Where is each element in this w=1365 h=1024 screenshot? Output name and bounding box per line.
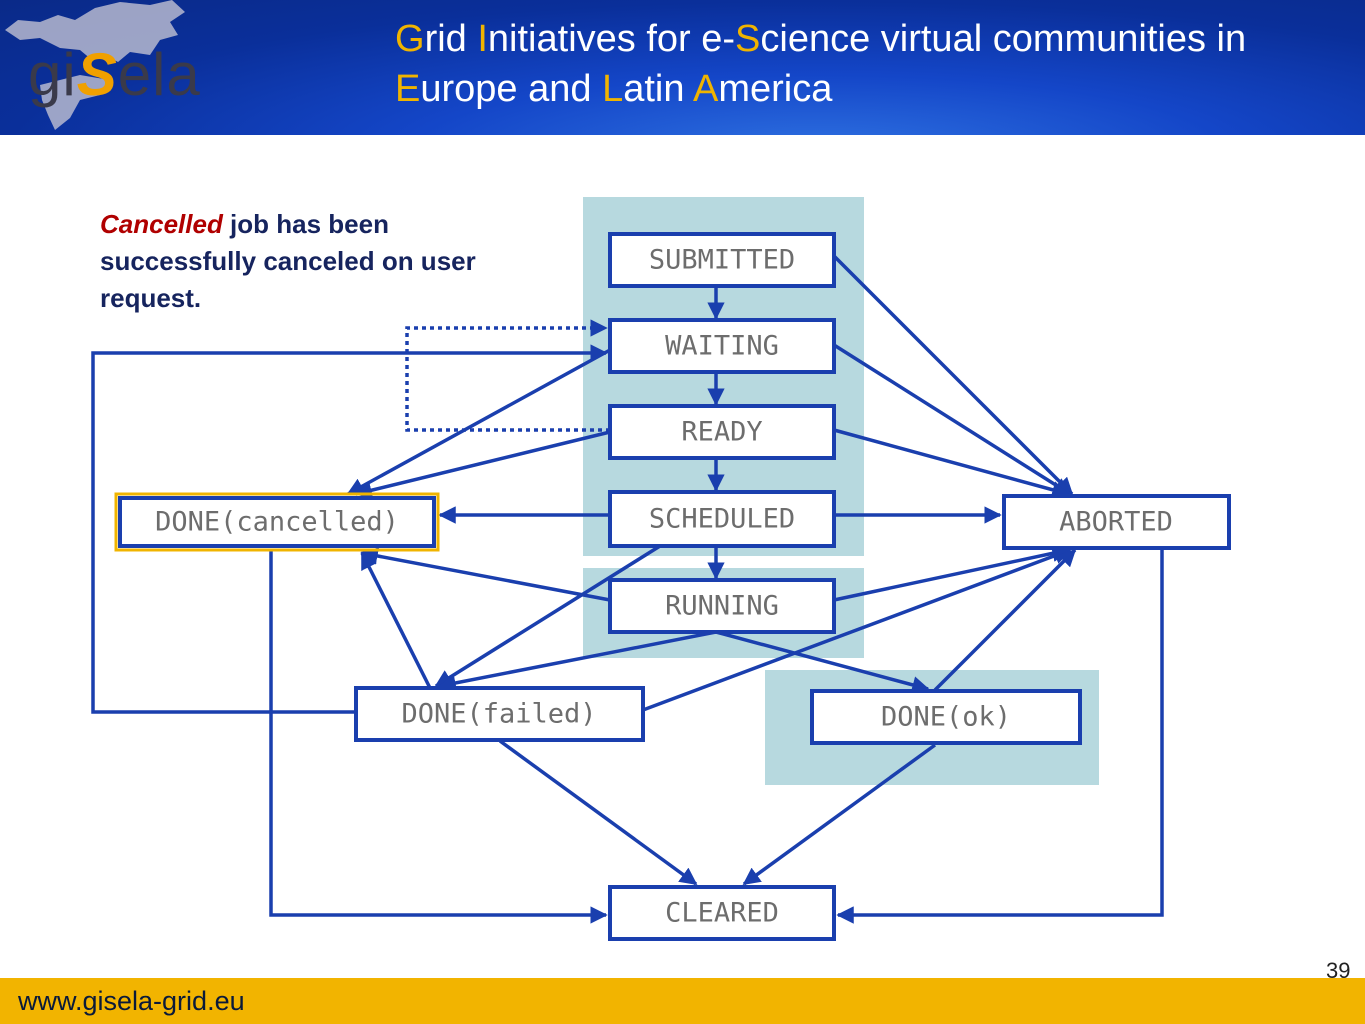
- state-waiting-label: WAITING: [665, 331, 779, 362]
- footer-bar: www.gisela-grid.eu: [0, 978, 1365, 1024]
- state-aborted: ABORTED: [1002, 494, 1231, 550]
- state-done-cancelled-label: DONE(cancelled): [155, 507, 399, 538]
- logo-europe-map-icon: [5, 0, 185, 130]
- title-line-1-part-1: rid: [424, 18, 478, 60]
- state-done-cancelled: DONE(cancelled): [114, 492, 440, 552]
- title-line-1-part-3: nitiatives for e-: [487, 18, 736, 60]
- state-done-ok-label: DONE(ok): [881, 702, 1011, 733]
- state-scheduled-label: SCHEDULED: [649, 504, 795, 535]
- job-state-diagram: SUBMITTED WAITING READY SCHEDULED RUNNIN…: [91, 197, 1231, 941]
- title-line-2-part-2: L: [602, 68, 624, 110]
- page-title: Grid Initiatives for e-Science virtual c…: [395, 14, 1355, 114]
- state-done-failed: DONE(failed): [354, 686, 645, 742]
- state-cleared-label: CLEARED: [665, 898, 779, 929]
- state-scheduled: SCHEDULED: [608, 490, 836, 548]
- state-aborted-label: ABORTED: [1059, 507, 1173, 538]
- logo-wordmark: giSela: [28, 41, 201, 108]
- title-line-1-part-5: cience virtual communities in: [760, 18, 1247, 60]
- transition-edges: [91, 254, 1164, 924]
- state-cleared: CLEARED: [608, 885, 836, 941]
- state-submitted-label: SUBMITTED: [649, 245, 795, 276]
- state-ready-label: READY: [681, 417, 762, 448]
- state-done-failed-label: DONE(failed): [401, 699, 596, 730]
- header-banner: giSela Grid Initiatives for e-Science vi…: [0, 0, 1365, 135]
- state-submitted: SUBMITTED: [608, 232, 836, 288]
- title-line-2-part-3: atin: [623, 68, 693, 110]
- note-keyword: Cancelled: [100, 209, 223, 239]
- state-running: RUNNING: [608, 578, 836, 634]
- title-line-2-part-1: urope and: [420, 68, 603, 110]
- state-ready: READY: [608, 404, 836, 460]
- title-line-1-part-2: I: [477, 18, 488, 60]
- title-line-2: Europe and Latin America: [395, 64, 1355, 114]
- title-line-1-part-0: G: [395, 18, 425, 60]
- footer-url: www.gisela-grid.eu: [18, 986, 245, 1016]
- title-line-1-part-4: S: [735, 18, 761, 60]
- title-line-2-part-5: merica: [718, 68, 833, 110]
- description-note: Cancelled job has been successfully canc…: [100, 206, 520, 317]
- state-waiting: WAITING: [608, 318, 836, 374]
- title-line-2-part-0: E: [395, 68, 421, 110]
- state-done-ok: DONE(ok): [810, 689, 1082, 745]
- note-text: job has been successfully canceled on us…: [100, 209, 476, 313]
- state-running-label: RUNNING: [665, 591, 779, 622]
- title-line-2-part-4: A: [692, 68, 719, 110]
- title-line-1: Grid Initiatives for e-Science virtual c…: [395, 14, 1355, 64]
